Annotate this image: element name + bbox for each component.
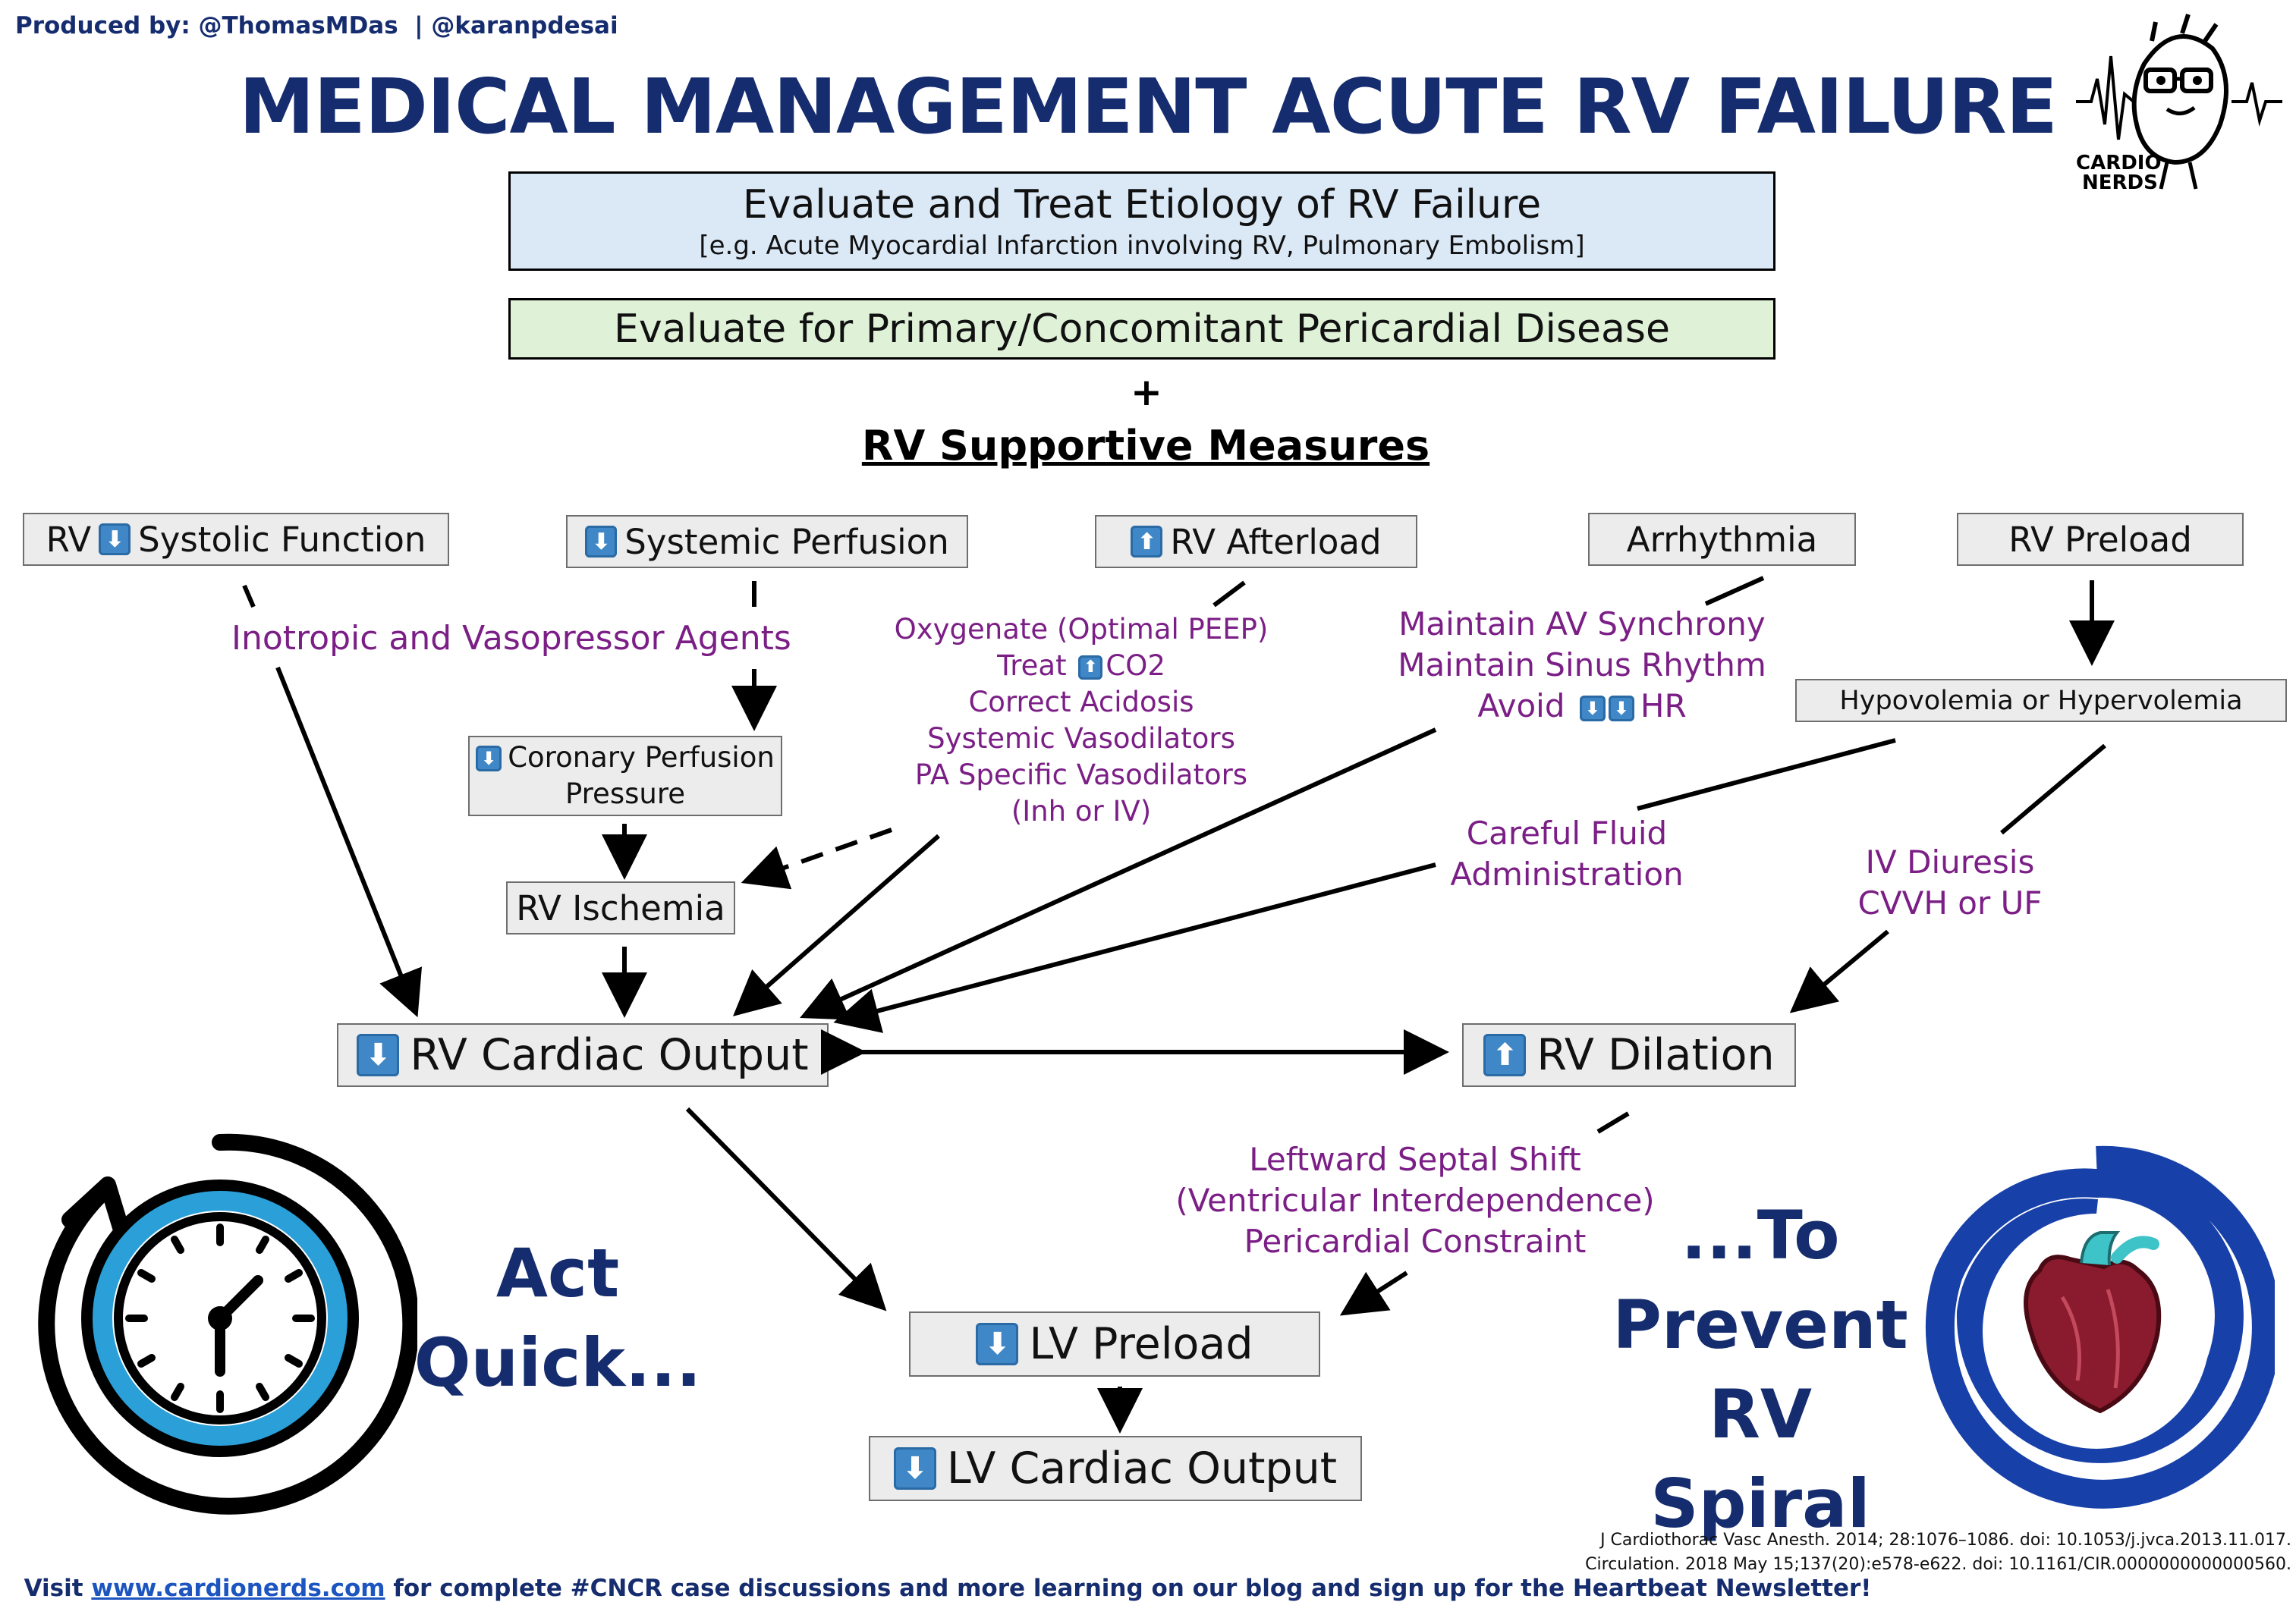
arrow-fluid-to-rvco — [833, 862, 1436, 1033]
hypovolemia-box: Hypovolemia or Hypervolemia — [1795, 679, 2287, 722]
prevent-text: ...To Prevent RV Spiral — [1593, 1191, 1927, 1549]
supportive-heading: RV Supportive Measures — [861, 422, 1430, 470]
rv-label: RV — [46, 519, 92, 560]
systolic-label: Systolic Function — [138, 519, 426, 560]
arrow-afterload-tick — [1212, 580, 1246, 608]
rv-dilation-label: RV Dilation — [1536, 1030, 1775, 1080]
quick-text: Quick... — [414, 1324, 702, 1402]
arrhythmia-note-3a: Avoid — [1477, 687, 1565, 724]
arrow-diuresis-to-dilation — [1789, 929, 1889, 1013]
systemic-perfusion-box: ⬇ Systemic Perfusion — [566, 515, 968, 568]
arrow-systolic-to-rvco-2 — [275, 666, 423, 1018]
down-arrow-icon: ⬇ — [1608, 695, 1634, 721]
page-title: MEDICAL MANAGEMENT ACUTE RV FAILURE — [239, 62, 2058, 151]
down-arrow-icon: ⬇ — [99, 523, 131, 555]
act-quick-text: Act Quick... — [410, 1229, 706, 1408]
down-arrow-icon: ⬇ — [476, 746, 502, 772]
spiral-heart-icon — [1925, 1145, 2275, 1509]
rv-dilation-box: ⬆ RV Dilation — [1462, 1023, 1796, 1087]
credits: Produced by: @ThomasMDas | @karanpdesai — [15, 12, 618, 39]
lv-preload-label: LV Preload — [1029, 1319, 1253, 1369]
rv-cardiac-output-box: ⬇ RV Cardiac Output — [337, 1023, 829, 1087]
rv-spiral-text: RV Spiral — [1650, 1375, 1870, 1543]
diuresis-notes: IV Diuresis CVVH or UF — [1836, 842, 2064, 924]
arrow-hypovolemia-to-diuresis — [2000, 743, 2106, 835]
lv-cardiac-output-box: ⬇ LV Cardiac Output — [869, 1436, 1362, 1501]
lv-cardiac-output-label: LV Cardiac Output — [946, 1443, 1338, 1494]
up-arrow-icon: ⬆ — [1131, 526, 1163, 558]
septal-notes: Leftward Septal Shift (Ventricular Inter… — [1168, 1139, 1662, 1262]
arrow-systolic-to-rvco — [242, 584, 256, 608]
plus-sign: + — [1131, 370, 1162, 414]
prevent-word: Prevent — [1612, 1286, 1908, 1364]
arrow-hypovolemia-to-fluid — [1637, 738, 1896, 811]
references: J Cardiothorac Vasc Anesth. 2014; 28:107… — [1563, 1528, 2291, 1577]
afterload-note-5: PA Specific Vasodilators — [914, 759, 1248, 791]
etiology-box: Evaluate and Treat Etiology of RV Failur… — [508, 171, 1775, 271]
afterload-note-3: Correct Acidosis — [968, 686, 1194, 718]
arrow-afterload-to-rvco — [732, 834, 940, 1016]
septal-note-2: (Ventricular Interdependence) — [1175, 1182, 1655, 1219]
rv-systolic-box: RV ⬇ Systolic Function — [23, 513, 449, 566]
fluid-note-1: Careful Fluid — [1466, 815, 1668, 852]
fluid-note-2: Administration — [1450, 856, 1684, 893]
diuresis-note-2: CVVH or UF — [1857, 884, 2043, 922]
logo-text-1: CARDIO — [2076, 152, 2162, 174]
etiology-title: Evaluate and Treat Etiology of RV Failur… — [742, 181, 1542, 228]
arrow-arrhythmia-tick — [1704, 576, 1765, 606]
afterload-note-4: Systemic Vasodilators — [927, 722, 1235, 755]
logo-heart-icon — [2076, 14, 2282, 190]
lv-preload-box: ⬇ LV Preload — [909, 1311, 1320, 1377]
pericardial-box: Evaluate for Primary/Concomitant Pericar… — [508, 298, 1775, 360]
afterload-note-1: Oxygenate (Optimal PEEP) — [894, 613, 1269, 646]
arrhythmia-note-3b: HR — [1640, 687, 1687, 724]
arrhythmia-note-1: Maintain AV Synchrony — [1398, 605, 1766, 642]
down-arrow-icon: ⬇ — [1579, 695, 1606, 721]
act-text: Act — [495, 1234, 620, 1312]
afterload-notes: Oxygenate (Optimal PEEP) Treat ⬆CO2 Corr… — [876, 611, 1286, 830]
afterload-note-2b: CO2 — [1106, 649, 1165, 682]
logo-text-2: NERDS — [2082, 171, 2158, 194]
footer-link[interactable]: www.cardionerds.com — [91, 1575, 385, 1602]
septal-note-3: Pericardial Constraint — [1244, 1223, 1587, 1260]
rv-cardiac-output-label: RV Cardiac Output — [410, 1030, 809, 1080]
rv-afterload-box: ⬆ RV Afterload — [1095, 515, 1417, 568]
down-arrow-icon: ⬇ — [585, 526, 618, 558]
septal-note-1: Leftward Septal Shift — [1249, 1141, 1581, 1178]
up-arrow-icon: ⬆ — [1078, 655, 1103, 680]
clock-icon — [38, 1133, 417, 1515]
footer-pre: Visit — [24, 1575, 92, 1602]
arrow-rvco-to-lvpreload — [685, 1107, 887, 1311]
rv-ischemia-box: RV Ischemia — [506, 881, 735, 934]
reference-1: J Cardiothorac Vasc Anesth. 2014; 28:107… — [1600, 1531, 2291, 1550]
to-text: ...To — [1681, 1196, 1840, 1274]
footer-post: for complete #CNCR case discussions and … — [385, 1575, 1872, 1602]
afterload-note-6: (Inh or IV) — [1011, 795, 1152, 828]
down-arrow-icon: ⬇ — [893, 1447, 936, 1490]
systemic-perfusion-label: Systemic Perfusion — [624, 521, 949, 562]
fluid-notes: Careful Fluid Administration — [1411, 813, 1722, 895]
cardionerds-logo: CARDIO NERDS — [2061, 11, 2288, 194]
rv-afterload-label: RV Afterload — [1170, 521, 1382, 562]
down-arrow-icon: ⬇ — [976, 1323, 1019, 1365]
inotropic-note: Inotropic and Vasopressor Agents — [231, 619, 791, 658]
rv-preload-box: RV Preload — [1957, 513, 2244, 566]
down-arrow-icon: ⬇ — [357, 1034, 400, 1076]
arrhythmia-box: Arrhythmia — [1588, 513, 1856, 566]
coronary-label-1: Coronary Perfusion — [508, 740, 775, 774]
arrow-afterload-to-ischemia — [741, 828, 892, 890]
afterload-note-2a: Treat — [997, 649, 1067, 682]
coronary-label-2: Pressure — [565, 777, 685, 810]
arrhythmia-note-2: Maintain Sinus Rhythm — [1398, 646, 1766, 683]
arrow-arrhythmia-to-rvco — [800, 727, 1437, 1020]
up-arrow-icon: ⬆ — [1483, 1034, 1527, 1076]
diuresis-note-1: IV Diuresis — [1865, 843, 2035, 881]
arrow-dilation-tick — [1596, 1111, 1630, 1134]
reference-2: Circulation. 2018 May 15;137(20):e578-e6… — [1585, 1555, 2291, 1574]
arrow-septal-to-lvpreload — [1339, 1271, 1408, 1316]
coronary-perfusion-box: ⬇Coronary Perfusion Pressure — [468, 736, 782, 816]
etiology-subtitle: [e.g. Acute Myocardial Infarction involv… — [699, 230, 1585, 261]
arrhythmia-notes: Maintain AV Synchrony Maintain Sinus Rhy… — [1366, 604, 1798, 727]
